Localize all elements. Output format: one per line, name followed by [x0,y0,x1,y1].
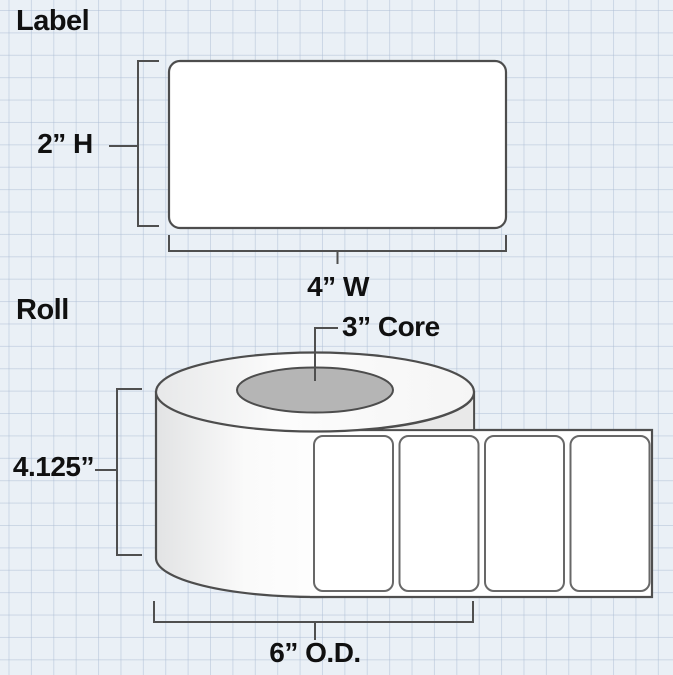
strip-label-1 [313,435,394,592]
strip-label-4 [569,435,651,592]
height-dimension-bracket [137,60,159,227]
roll-width-dimension-text: 4.125” [12,451,95,482]
roll-od-dimension-text: 6” O.D. [269,637,361,668]
strip-label-3 [484,435,565,592]
label-section-heading: Label [16,5,90,37]
core-leader-line [314,327,338,381]
label-height-dimension-text: 2” H [37,128,93,159]
strip-label-2 [398,435,480,592]
core-dimension-text: 3” Core [342,311,440,342]
roll-height-bracket [116,388,142,556]
roll-section-heading: Roll [16,294,69,326]
label-die-cut-shape [167,59,508,230]
label-strip [310,428,654,599]
od-dimension-bracket [153,601,474,623]
width-dimension-bracket [168,235,507,252]
label-width-dimension-text: 4” W [307,271,369,302]
